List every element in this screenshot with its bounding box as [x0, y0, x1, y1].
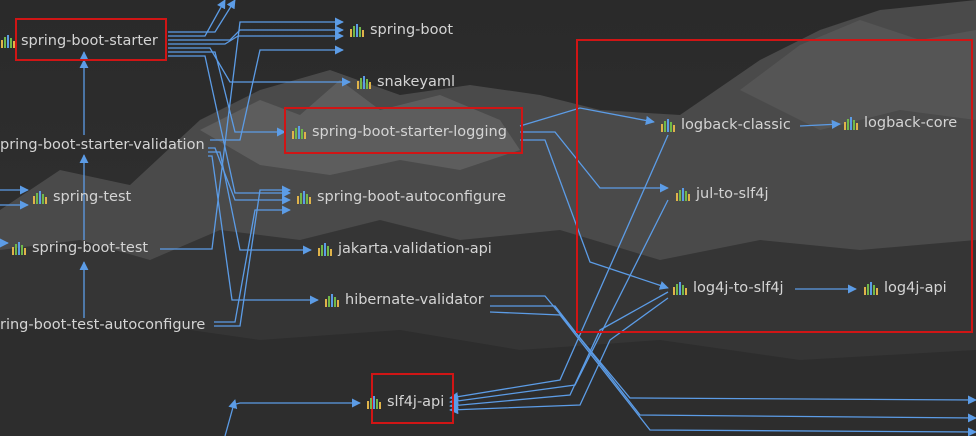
node-snakeyaml[interactable]: snakeyaml [356, 74, 455, 90]
node-label: logback-core [864, 115, 958, 131]
highlight-box-spring-boot-starter [15, 18, 167, 61]
library-icon [318, 243, 332, 256]
node-label: spring-test [53, 189, 132, 205]
library-icon [350, 24, 364, 37]
library-icon [357, 76, 371, 89]
node-label: spring-boot-starter-logging [312, 124, 507, 140]
node-spring-boot-starter[interactable]: spring-boot-starter [0, 33, 158, 49]
node-label: log4j-to-slf4j [693, 280, 784, 296]
library-icon [864, 282, 878, 295]
node-logback-classic[interactable]: logback-classic [660, 117, 791, 133]
node-hibernate-validator[interactable]: hibernate-validator [324, 292, 484, 308]
node-spring-boot-starter-logging[interactable]: spring-boot-starter-logging [291, 124, 507, 140]
node-label: ring-boot-test-autoconfigure [0, 317, 206, 333]
library-icon [1, 35, 15, 48]
node-label: spring-boot-autoconfigure [317, 189, 506, 205]
node-log4j-to-slf4j[interactable]: log4j-to-slf4j [672, 280, 784, 296]
node-spring-boot[interactable]: spring-boot [349, 22, 453, 38]
node-label: spring-boot-starter [21, 33, 158, 49]
node-logback-core[interactable]: logback-core [843, 115, 957, 131]
node-jul-to-slf4j[interactable]: jul-to-slf4j [675, 186, 768, 202]
node-label: spring-boot-test [32, 240, 149, 256]
node-label: log4j-api [884, 280, 947, 296]
library-icon [673, 282, 687, 295]
node-spring-boot-test-autoconfigure[interactable]: ring-boot-test-autoconfigure [0, 317, 205, 333]
library-icon [844, 117, 858, 130]
highlight-box-logging-bridges [576, 39, 973, 333]
node-label: slf4j-api [387, 394, 445, 410]
node-label: jakarta.validation-api [338, 241, 492, 257]
highlight-box-spring-boot-starter-logging [284, 107, 523, 154]
library-icon [661, 119, 675, 132]
library-icon [33, 191, 47, 204]
library-icon [292, 126, 306, 139]
node-log4j-api[interactable]: log4j-api [863, 280, 947, 296]
library-icon [12, 242, 26, 255]
node-label: snakeyaml [377, 74, 456, 90]
node-slf4j-api[interactable]: slf4j-api [366, 394, 444, 410]
node-label: logback-classic [681, 117, 791, 133]
library-icon [367, 396, 381, 409]
node-label: pring-boot-starter-validation [0, 137, 205, 153]
library-icon [297, 191, 311, 204]
node-spring-test[interactable]: spring-test [32, 189, 131, 205]
node-spring-boot-starter-validation[interactable]: pring-boot-starter-validation [0, 137, 205, 153]
library-icon [325, 294, 339, 307]
library-icon [676, 188, 690, 201]
node-jakarta-validation-api[interactable]: jakarta.validation-api [317, 241, 492, 257]
node-spring-boot-autoconfigure[interactable]: spring-boot-autoconfigure [296, 189, 506, 205]
node-label: spring-boot [370, 22, 454, 38]
node-label: jul-to-slf4j [696, 186, 769, 202]
node-label: hibernate-validator [345, 292, 484, 308]
node-spring-boot-test[interactable]: spring-boot-test [11, 240, 148, 256]
